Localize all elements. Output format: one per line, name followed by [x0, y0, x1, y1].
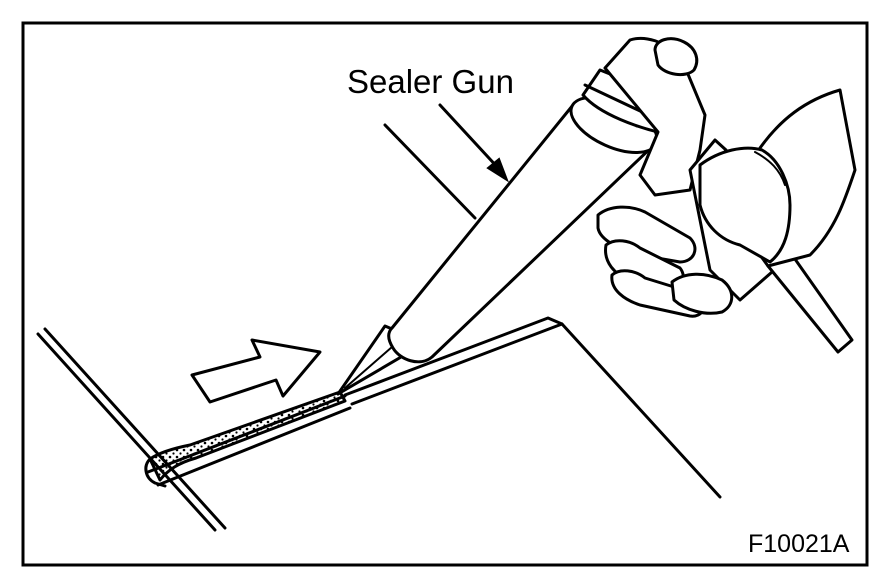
hand-icon: [596, 88, 857, 318]
callout-leader: [438, 103, 510, 183]
sealer-bead: [144, 390, 347, 488]
figure-frame: [21, 21, 869, 567]
right-arrow-icon: [190, 338, 322, 404]
figure-id: F10021A: [748, 530, 850, 558]
left-panel-edge: [36, 327, 227, 532]
upper-panel-flange: [343, 316, 722, 499]
upper-panel-edge: [383, 123, 477, 220]
sealer-gun-label: Sealer Gun: [347, 63, 514, 100]
sealer-gun-icon: [387, 36, 854, 364]
